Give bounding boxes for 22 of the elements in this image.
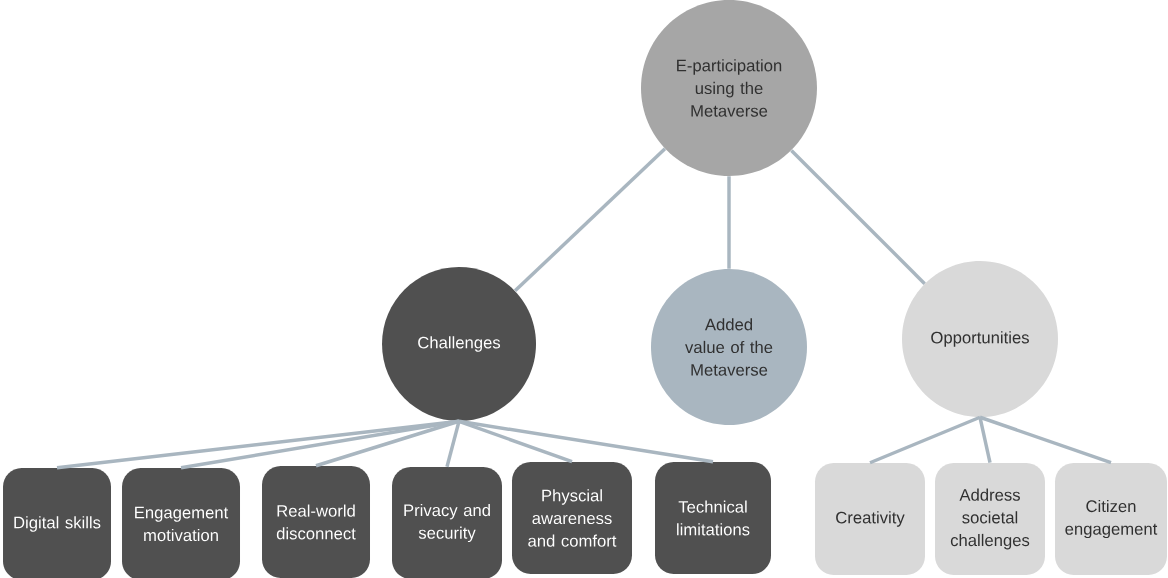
connector-line: [513, 147, 667, 293]
rounded-box: Creativity: [815, 463, 925, 575]
connector-line: [315, 419, 460, 468]
circle-node: Challenges: [382, 267, 536, 421]
connector-line: [979, 415, 1112, 465]
rounded-box: Physcial awareness and comfort: [512, 462, 632, 574]
connector-line: [869, 415, 981, 465]
rounded-box: Address societal challenges: [935, 463, 1045, 575]
rounded-box: Engagement motivation: [122, 468, 240, 578]
rounded-box: Technical limitations: [655, 462, 771, 574]
circle-node: Opportunities: [902, 261, 1058, 417]
rounded-box: Privacy and security: [392, 467, 502, 578]
connector-line: [790, 149, 926, 285]
rounded-box: Digital skills: [3, 468, 111, 578]
connector-line: [458, 419, 714, 464]
circle-node: E-participation using the Metaverse: [641, 0, 817, 176]
connector-line: [978, 416, 992, 464]
rounded-box: Real-world disconnect: [262, 466, 370, 578]
circle-node: Added value of the Metaverse: [651, 269, 807, 425]
connector-line: [445, 420, 461, 468]
connector-line: [727, 176, 731, 269]
rounded-box: Citizen engagement: [1055, 463, 1167, 575]
